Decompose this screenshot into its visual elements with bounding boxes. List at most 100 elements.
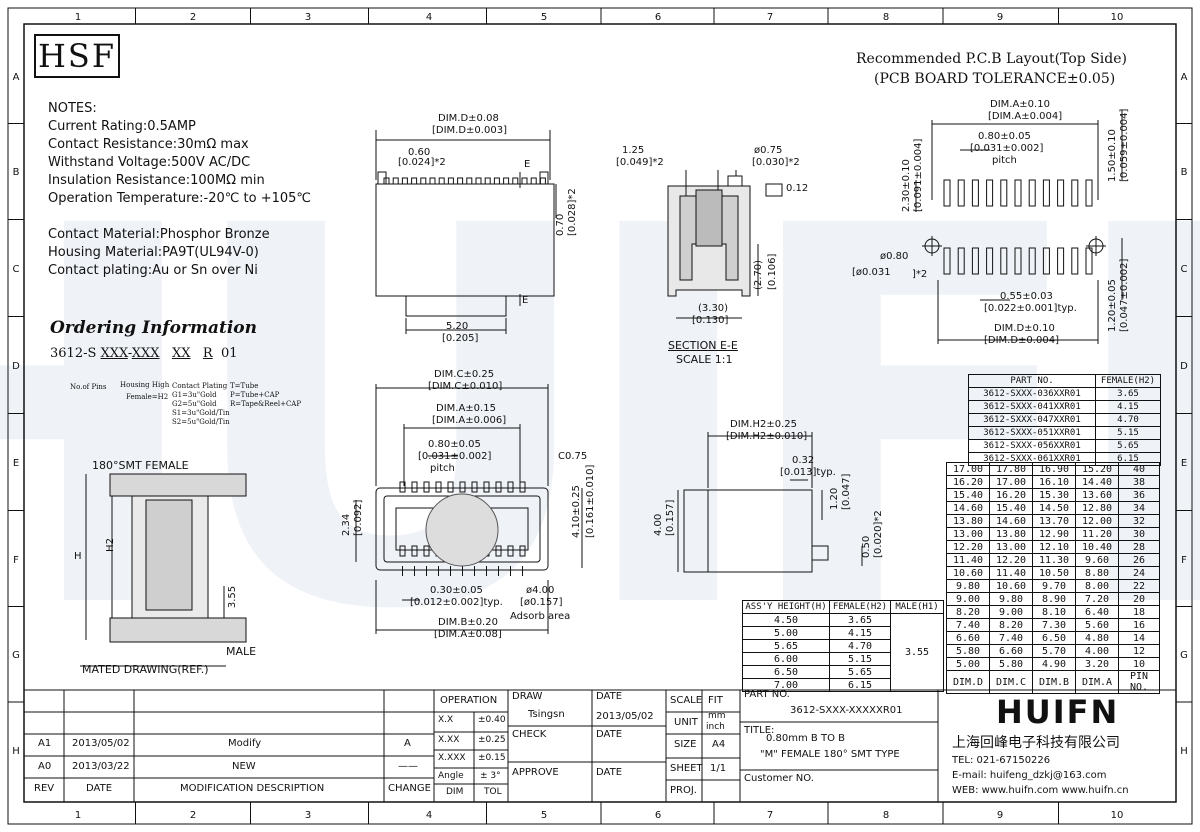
section-label: SECTION E-E xyxy=(668,339,738,352)
plating-opt: S2=5u"Gold/Tin xyxy=(172,418,230,426)
dim-table-cell: 9.00 xyxy=(946,592,990,606)
assy-table-cell: 6.50 xyxy=(742,665,830,679)
assy-table-cell: 6.00 xyxy=(742,652,830,666)
dim-table-cell: 12.00 xyxy=(1075,514,1119,528)
plating-opt: G1=3u"Gold xyxy=(172,391,217,399)
pcb-dim-label: [DIM.D±0.004] xyxy=(984,335,1059,346)
dim-table-cell: 13.00 xyxy=(989,540,1033,554)
dim-table-cell: 7.40 xyxy=(946,618,990,632)
dim-table-cell: 9.80 xyxy=(946,579,990,593)
note-line: Contact plating:Au or Sn over Ni xyxy=(48,263,258,278)
rev-desc-cell: NEW xyxy=(232,761,256,772)
grid-col-label: 1 xyxy=(75,12,81,23)
dim-table-cell: 26 xyxy=(1118,553,1160,567)
dim-table-footer: DIM.D xyxy=(946,670,990,694)
pcb-dim-label: [0.047±0.002] xyxy=(1119,258,1130,332)
pcb-title-1: Recommended P.C.B Layout(Top Side) xyxy=(856,51,1127,67)
top-view-dim-label: DIM.B±0.20 xyxy=(438,617,498,628)
part-table-cell: 3612-SXXX-056XXR01 xyxy=(968,439,1096,453)
rev-header: REV xyxy=(34,783,55,794)
approve-label: APPROVE xyxy=(512,767,559,778)
pcb-dim-label: DIM.D±0.10 xyxy=(994,323,1055,334)
dim-table-cell: 38 xyxy=(1118,475,1160,489)
top-view-dim-label: pitch xyxy=(430,463,455,474)
company-email: E-mail: huifeng_dzkj@163.com xyxy=(952,770,1107,781)
sheet-value: 1/1 xyxy=(710,763,727,774)
assy-table-cell: 5.00 xyxy=(742,626,830,640)
dim-table-footer: DIM.B xyxy=(1032,670,1076,694)
pcb-dim-label: 0.55±0.03 xyxy=(1000,291,1053,302)
pcb-dim-label: DIM.A±0.10 xyxy=(990,99,1050,110)
dim-table-cell: 8.90 xyxy=(1032,592,1076,606)
dim-table-cell: 36 xyxy=(1118,488,1160,502)
grid-row-label: G xyxy=(1180,650,1188,661)
proj-label: PROJ. xyxy=(670,785,697,796)
title-line-1: 0.80mm B TO B xyxy=(766,733,845,744)
mated-view xyxy=(80,473,247,667)
grid-col-label: 10 xyxy=(1111,12,1124,23)
customer-label: Customer NO. xyxy=(744,773,814,784)
dim-table-cell: 10.60 xyxy=(946,566,990,580)
grid-col-label: 7 xyxy=(767,810,773,821)
dim-table-cell: 12.10 xyxy=(1032,540,1076,554)
rev-change-cell: —— xyxy=(398,761,418,772)
tol-dim: X.XXX xyxy=(438,753,466,763)
dim-table-cell: 13.00 xyxy=(946,527,990,541)
section-dim-label: [0.049]*2 xyxy=(616,157,664,168)
notes-heading: NOTES: xyxy=(48,101,97,116)
code-prefix: 3612-S xyxy=(50,346,97,361)
dim-table-cell: 6.50 xyxy=(1032,631,1076,645)
pack-opt: R=Tape&Reel+CAP xyxy=(230,400,302,408)
grid-col-label: 4 xyxy=(426,12,432,23)
front-view-dim-label: 0.50 xyxy=(861,535,872,558)
dim-table-cell: 15.40 xyxy=(946,488,990,502)
grid-row-label: A xyxy=(1181,72,1188,83)
section-dim-label: [0.106] xyxy=(767,253,778,290)
grid-col-label: 7 xyxy=(767,12,773,23)
top-view-dim-label: [0.092] xyxy=(353,499,364,536)
assy-table-cell: 4.50 xyxy=(742,613,830,627)
front-view-dim-label: [0.157] xyxy=(665,499,676,536)
part-no-label: PART NO. xyxy=(744,689,790,700)
note-line xyxy=(48,208,311,226)
tol-val: ±0.25 xyxy=(478,735,506,745)
dim-table-cell: 5.80 xyxy=(946,644,990,658)
section-dim-label: [0.030]*2 xyxy=(752,157,800,168)
part-table-cell: 3612-SXXX-036XXR01 xyxy=(968,387,1096,401)
assy-header: MALE(H1) xyxy=(890,600,944,614)
dim-table-cell: 10.50 xyxy=(1032,566,1076,580)
part-no-value: 3612-SXXX-XXXXXR01 xyxy=(790,705,903,716)
section-view xyxy=(667,170,783,319)
grid-col-label: 3 xyxy=(305,12,311,23)
plating-opt: S1=3u"Gold/Tin xyxy=(172,409,230,417)
dim-table-cell: 3.20 xyxy=(1075,657,1119,671)
dim-table-cell: 14.50 xyxy=(1032,501,1076,515)
dim-table-footer: DIM.C xyxy=(989,670,1033,694)
dim-table-cell: 24 xyxy=(1118,566,1160,580)
grid-row-label: F xyxy=(1181,555,1187,566)
hsf-logo: HSF xyxy=(34,34,120,78)
ordering-code: 3612-S XXX-XXX XX R 01 xyxy=(50,347,237,360)
grid-row-label: E xyxy=(1181,458,1187,469)
grid-col-label: 3 xyxy=(305,810,311,821)
tol-dim: X.X xyxy=(438,715,454,725)
tol-header: TOL xyxy=(484,787,502,797)
dim-table-cell: 7.30 xyxy=(1032,618,1076,632)
code-plating: XX xyxy=(171,346,191,361)
part-table-cell: 5.15 xyxy=(1095,426,1161,440)
dim-table-cell: 17.00 xyxy=(989,475,1033,489)
dim-table-cell: 30 xyxy=(1118,527,1160,541)
hsf-logo-text: HSF xyxy=(37,37,117,75)
grid-col-label: 6 xyxy=(655,12,661,23)
grid-col-label: 8 xyxy=(883,810,889,821)
date-label: DATE xyxy=(596,691,623,702)
draw-date: 2013/05/02 xyxy=(596,711,654,722)
label-housing-sub: Female=H2 xyxy=(126,393,169,401)
grid-row-label: C xyxy=(13,264,20,275)
label-pack: T=Tube P=Tube+CAP R=Tape&Reel+CAP xyxy=(230,382,301,409)
side-view-dim-label: 0.70 xyxy=(555,213,566,236)
pcb-dim-label: pitch xyxy=(992,155,1017,166)
plating-opt: G2=5u"Gold xyxy=(172,400,217,408)
tol-dim: X.XX xyxy=(438,735,460,745)
front-view-dim-label: [0.013]typ. xyxy=(780,467,836,478)
